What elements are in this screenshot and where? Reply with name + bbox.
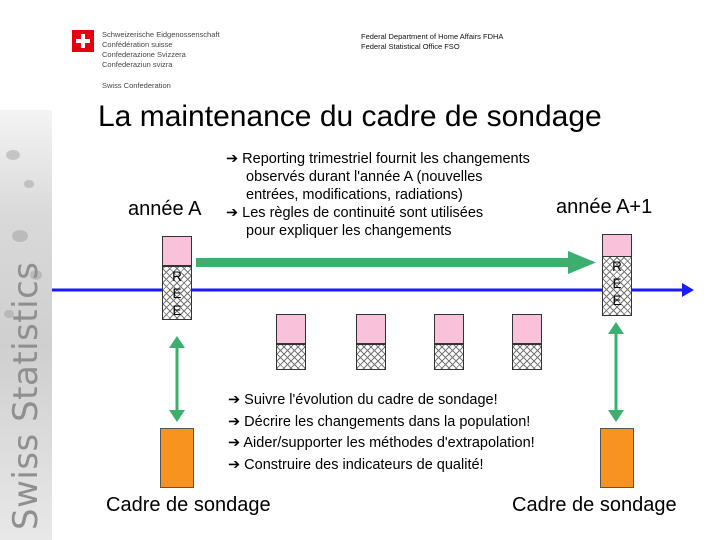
ree-letter: E [602, 275, 632, 292]
green-arrow-head [568, 251, 596, 274]
quarter-pink-box [512, 314, 542, 344]
quarter-hatch-box [356, 344, 386, 370]
left-double-arrow [169, 336, 185, 422]
ree-letter: E [602, 292, 632, 309]
ree-letter: E [162, 302, 192, 319]
quarter-pink-box [434, 314, 464, 344]
goals-list: ➔ Suivre l'évolution du cadre de sondage… [228, 390, 535, 476]
right-ree-label: R E E [602, 258, 632, 309]
frame-label-right: Cadre de sondage [512, 494, 677, 517]
goal-item: ➔ Décrire les changements dans la popula… [228, 412, 535, 434]
left-pink-box [162, 236, 192, 266]
right-frame-box [600, 428, 634, 488]
quarter-hatch-box [512, 344, 542, 370]
ree-letter: R [162, 268, 192, 285]
goal-item: ➔ Aider/supporter les méthodes d'extrapo… [228, 433, 535, 455]
green-arrow-shaft [196, 258, 572, 267]
quarter-hatch-box [434, 344, 464, 370]
ree-letter: R [602, 258, 632, 275]
left-frame-box [160, 428, 194, 488]
frame-label-left: Cadre de sondage [106, 494, 271, 517]
quarter-pink-box [356, 314, 386, 344]
left-ree-label: R E E [162, 268, 192, 319]
goal-item: ➔ Construire des indicateurs de qualité! [228, 455, 535, 477]
ree-letter: E [162, 285, 192, 302]
right-double-arrow [608, 322, 624, 422]
quarter-pink-box [276, 314, 306, 344]
quarter-hatch-box [276, 344, 306, 370]
goal-item: ➔ Suivre l'évolution du cadre de sondage… [228, 390, 535, 412]
timeline-arrow-head [682, 283, 694, 297]
